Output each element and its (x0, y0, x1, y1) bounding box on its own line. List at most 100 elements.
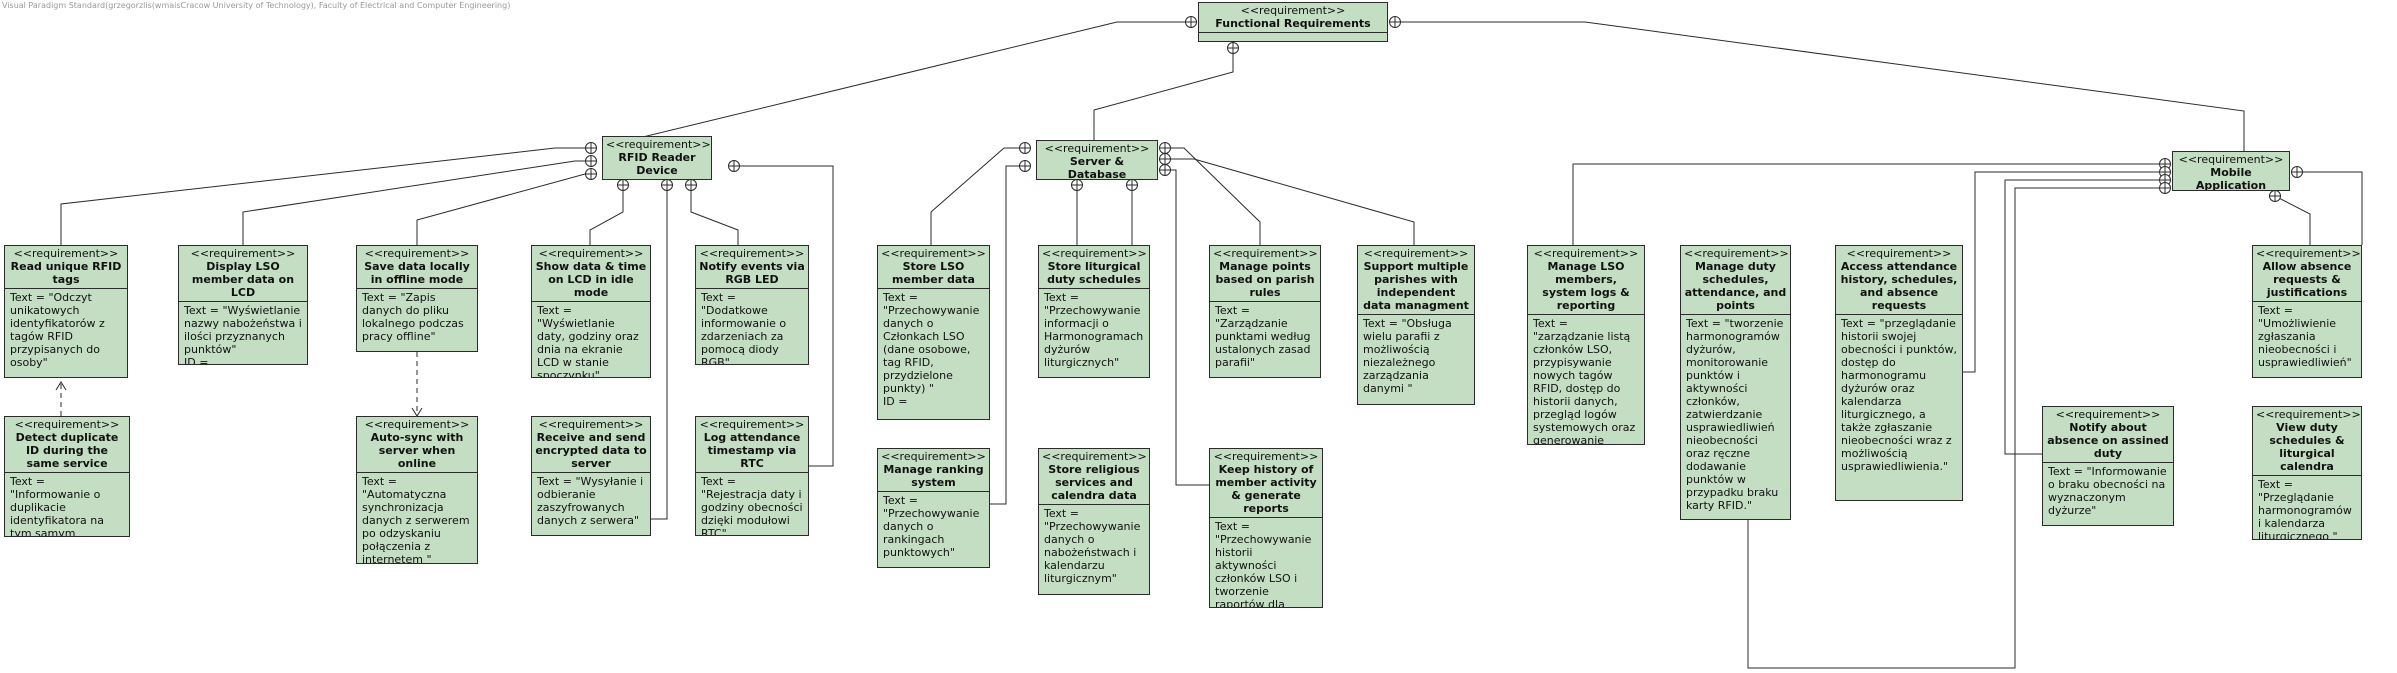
containment-line-r2-r16 (1165, 147, 1261, 245)
requirement-name: Manage duty schedules, attendance, and p… (1684, 260, 1787, 312)
requirement-name: Store LSO member data (892, 260, 975, 286)
requirement-r23[interactable]: <<requirement>>Allow absence requests & … (2252, 245, 2362, 378)
stereotype-label: <<requirement>> (1044, 142, 1150, 155)
containment-line-r1-r6 (416, 173, 591, 245)
requirement-name: Manage points based on parish rules (1215, 260, 1315, 299)
stereotype-label: <<requirement>> (699, 418, 805, 431)
stereotype-label: <<requirement>> (1846, 247, 1952, 260)
containment-anchor-icon (1159, 153, 1171, 165)
requirement-body: Text = "zarządzanie listą członków LSO, … (1528, 315, 1644, 445)
containment-line-r1-r7 (589, 185, 624, 245)
requirement-r15[interactable]: <<requirement>>Manage points based on pa… (1209, 245, 1321, 378)
containment-line-r1-r4 (60, 147, 591, 245)
requirement-r12[interactable]: <<requirement>>Log attendance timestamp … (695, 416, 809, 536)
containment-anchor-icon (1019, 142, 1031, 154)
requirement-body: Text = "przeglądanie historii swojej obe… (1836, 315, 1962, 475)
requirement-r7[interactable]: <<requirement>>Show data & time on LCD i… (531, 245, 651, 378)
requirement-header: <<requirement>>Auto-sync with server whe… (357, 417, 477, 473)
requirement-r1[interactable]: <<requirement>>RFID Reader Device (602, 136, 712, 180)
requirement-name: Read unique RFID tags (10, 260, 122, 286)
requirement-body: Text = "Przechowywanie danych o rankinga… (878, 492, 989, 561)
stereotype-label: <<requirement>> (881, 247, 986, 260)
requirement-name: Notify about absence on assined duty (2047, 421, 2169, 460)
requirement-r2[interactable]: <<requirement>>Server & Database (1036, 140, 1158, 180)
stereotype-label: <<requirement>> (2055, 408, 2161, 421)
requirement-text: Text = "zarządzanie listą członków LSO, … (1533, 317, 1636, 445)
requirement-header: <<requirement>>View duty schedules & lit… (2253, 407, 2361, 476)
requirement-name: Server & Database (1067, 155, 1127, 180)
containment-anchor-icon (1126, 179, 1138, 191)
requirement-r18[interactable]: <<requirement>>Store religious services … (1038, 448, 1150, 595)
requirement-r3[interactable]: <<requirement>>Mobile Application (2172, 151, 2290, 191)
requirement-body: Text = "Przechowywanie historii aktywnoś… (1210, 518, 1322, 607)
requirement-name: Manage LSO members, system logs & report… (1542, 260, 1630, 312)
requirement-header: <<requirement>>Notify events via RGB LED (696, 246, 808, 289)
requirement-r8[interactable]: <<requirement>>Notify events via RGB LED… (695, 245, 809, 365)
requirement-text: Text = "tworzenie harmonogramów dyżurów,… (1686, 317, 1784, 512)
requirement-header: <<requirement>>Notify about absence on a… (2043, 407, 2173, 463)
requirement-name: RFID Reader Device (618, 151, 696, 177)
stereotype-label: <<requirement>> (13, 247, 119, 260)
containment-line-r2-r13 (930, 147, 1025, 245)
requirement-body: Text = "Informowanie o braku obecności n… (2043, 463, 2173, 519)
containment-anchor-icon (1389, 16, 1401, 28)
requirement-name: Support multiple parishes with independe… (1363, 260, 1469, 312)
stereotype-label: <<requirement>> (2256, 408, 2361, 421)
requirement-body: Text = "Zapis danych do pliku lokalnego … (357, 289, 477, 345)
stereotype-label: <<requirement>> (606, 138, 711, 151)
requirement-r19[interactable]: <<requirement>>Keep history of member ac… (1209, 448, 1323, 608)
requirement-body: Text = "Dodatkowe informowanie o zdarzen… (696, 289, 808, 365)
requirement-header: <<requirement>>Support multiple parishes… (1358, 246, 1474, 315)
requirement-body: Text = "Zarządzanie punktami według usta… (1210, 302, 1320, 371)
containment-line-r2-r18 (990, 165, 1025, 505)
stereotype-label: <<requirement>> (364, 247, 470, 260)
requirement-body: Text = "Wyświetlanie nazwy nabożeństwa i… (179, 302, 307, 364)
requirement-r24[interactable]: <<requirement>>Notify about absence on a… (2042, 406, 2174, 526)
requirement-name: Allow absence requests & justifications (2262, 260, 2352, 299)
requirement-body: Text = "Automatyczna synchronizacja dany… (357, 473, 477, 563)
requirement-body: Text = "Wyświetlanie daty, godziny oraz … (532, 302, 650, 377)
stereotype-label: <<requirement>> (1213, 450, 1319, 463)
requirement-body: Text = "Przeglądanie harmonogramów i kal… (2253, 476, 2361, 539)
stereotype-label: <<requirement>> (1684, 247, 1789, 260)
requirement-text: Text = "Dodatkowe informowanie o zdarzen… (701, 291, 787, 365)
requirement-r11[interactable]: <<requirement>>Receive and send encrypte… (531, 416, 651, 536)
requirement-header: <<requirement>>Manage LSO members, syste… (1528, 246, 1644, 315)
requirement-body: Text = "tworzenie harmonogramów dyżurów,… (1681, 315, 1790, 514)
requirement-r20[interactable]: <<requirement>>Manage LSO members, syste… (1527, 245, 1645, 445)
requirement-header: <<requirement>>Display LSO member data o… (179, 246, 307, 302)
containment-anchor-icon (585, 155, 597, 167)
requirement-body (1199, 33, 1387, 37)
requirement-r25[interactable]: <<requirement>>View duty schedules & lit… (2252, 406, 2362, 540)
requirement-r14[interactable]: <<requirement>>Store liturgical duty sch… (1038, 245, 1150, 378)
requirement-r10[interactable]: <<requirement>>Auto-sync with server whe… (356, 416, 478, 564)
requirement-r9[interactable]: <<requirement>>Detect duplicate ID durin… (4, 416, 130, 537)
requirement-r6[interactable]: <<requirement>>Save data locally in offl… (356, 245, 478, 352)
stereotype-label: <<requirement>> (881, 450, 986, 463)
requirement-id-label: ID = (883, 395, 908, 408)
requirement-r21[interactable]: <<requirement>>Manage duty schedules, at… (1680, 245, 1791, 520)
requirement-r22[interactable]: <<requirement>>Access attendance history… (1835, 245, 1963, 501)
requirement-r5[interactable]: <<requirement>>Display LSO member data o… (178, 245, 308, 365)
requirement-body: Text = "Informowanie o duplikacie identy… (5, 473, 129, 536)
requirement-r0[interactable]: <<requirement>>Functional Requirements (1198, 2, 1388, 42)
stereotype-label: <<requirement>> (1363, 247, 1469, 260)
requirement-body: Text = "Rejestracja daty i godziny obecn… (696, 473, 808, 535)
dependency-arrowhead-icon (55, 381, 67, 391)
requirement-text: Text = "przeglądanie historii swojej obe… (1841, 317, 1957, 473)
requirement-body: Text = "Obsługa wielu parafii z możliwoś… (1358, 315, 1474, 397)
containment-line-r3-r24 (2297, 171, 2363, 245)
requirement-header: <<requirement>>Log attendance timestamp … (696, 417, 808, 473)
stereotype-label: <<requirement>> (699, 247, 805, 260)
requirement-r16[interactable]: <<requirement>>Support multiple parishes… (1357, 245, 1475, 405)
requirement-header: <<requirement>>Functional Requirements (1199, 3, 1387, 33)
requirement-text: Text = "Przechowywanie danych o rankinga… (883, 494, 980, 559)
containment-anchor-icon (585, 142, 597, 154)
stereotype-label: <<requirement>> (538, 418, 644, 431)
containment-anchor-icon (1019, 160, 1031, 172)
requirement-text: Text = "Informowanie o braku obecności n… (2048, 465, 2167, 517)
